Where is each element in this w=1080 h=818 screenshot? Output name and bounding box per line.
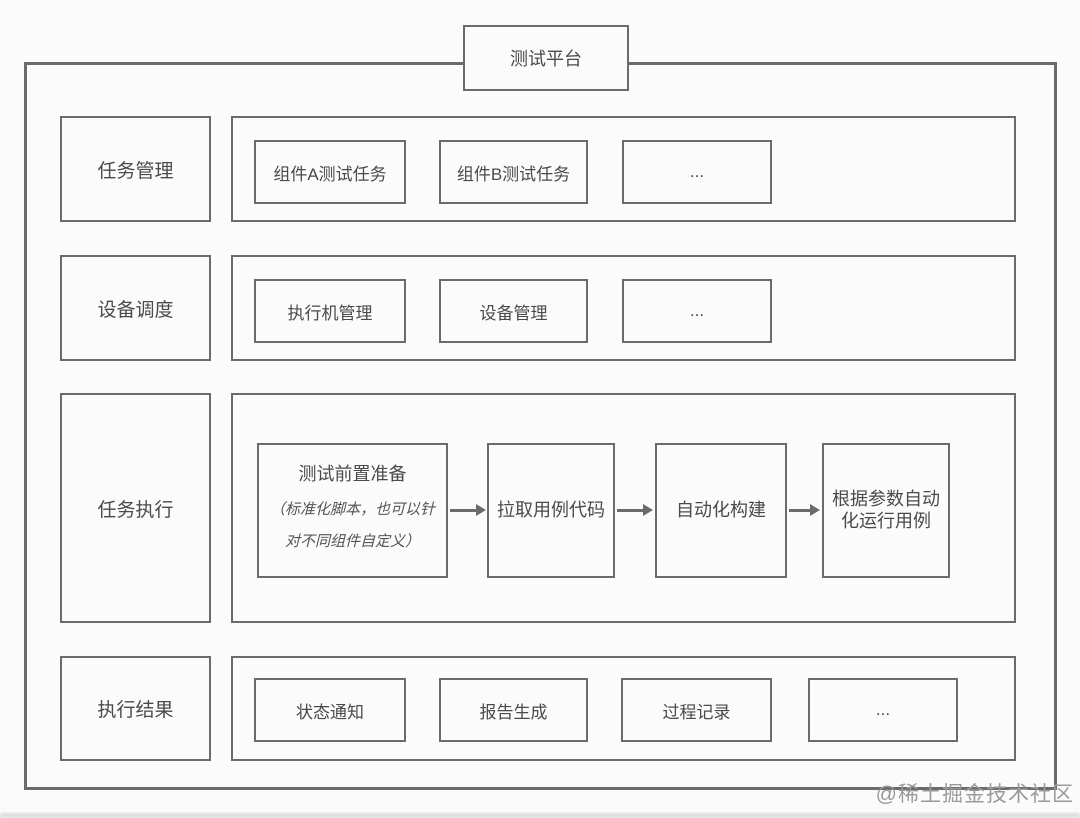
node-status-notification: 状态通知 (254, 678, 406, 742)
row-label-task-management: 任务管理 (60, 116, 211, 222)
node-device-management: 设备管理 (439, 279, 588, 343)
group-execution-result: 状态通知 报告生成 过程记录 ... (231, 656, 1016, 761)
node-process-record: 过程记录 (621, 678, 772, 742)
flow-arrow-3-icon (789, 504, 820, 516)
bottom-edge-artifact (0, 813, 1080, 818)
node-executor-management: 执行机管理 (254, 279, 406, 343)
flow-step-title: 自动化构建 (676, 499, 766, 520)
node-task-more: ... (622, 140, 772, 204)
flow-step-note: （标准化脚本，也可以针对不同组件自定义） (269, 501, 435, 550)
node-result-more: ... (808, 678, 958, 742)
node-pull-case-code: 拉取用例代码 (487, 443, 615, 578)
row-label-task-execution: 任务执行 (60, 393, 211, 623)
platform-title-box: 测试平台 (463, 25, 629, 91)
flow-arrow-1-icon (450, 504, 486, 516)
watermark: @稀土掘金技术社区 (875, 783, 1074, 806)
row-label-execution-result: 执行结果 (60, 656, 211, 761)
node-component-a-test-task: 组件A测试任务 (254, 140, 406, 204)
group-device-scheduling: 执行机管理 设备管理 ... (231, 255, 1016, 361)
node-device-more: ... (622, 279, 772, 343)
flow-step-title: 根据参数自动化运行用例 (832, 488, 940, 531)
node-run-cases-by-params: 根据参数自动化运行用例 (822, 443, 950, 578)
flow-step-title: 测试前置准备 (298, 463, 407, 484)
row-label-device-scheduling: 设备调度 (60, 255, 211, 361)
node-automated-build: 自动化构建 (655, 443, 787, 578)
flow-step-title: 拉取用例代码 (497, 499, 605, 520)
group-task-execution: 测试前置准备 （标准化脚本，也可以针对不同组件自定义） 拉取用例代码 自动化构建… (231, 393, 1016, 623)
node-report-generation: 报告生成 (439, 678, 588, 742)
platform-container: 任务管理 组件A测试任务 组件B测试任务 ... 设备调度 执行机管理 设备管理… (24, 62, 1057, 790)
platform-title: 测试平台 (510, 49, 582, 69)
node-test-pre-preparation: 测试前置准备 （标准化脚本，也可以针对不同组件自定义） (257, 443, 448, 578)
flow-arrow-2-icon (617, 504, 653, 516)
group-task-management: 组件A测试任务 组件B测试任务 ... (231, 116, 1016, 222)
node-component-b-test-task: 组件B测试任务 (439, 140, 588, 204)
